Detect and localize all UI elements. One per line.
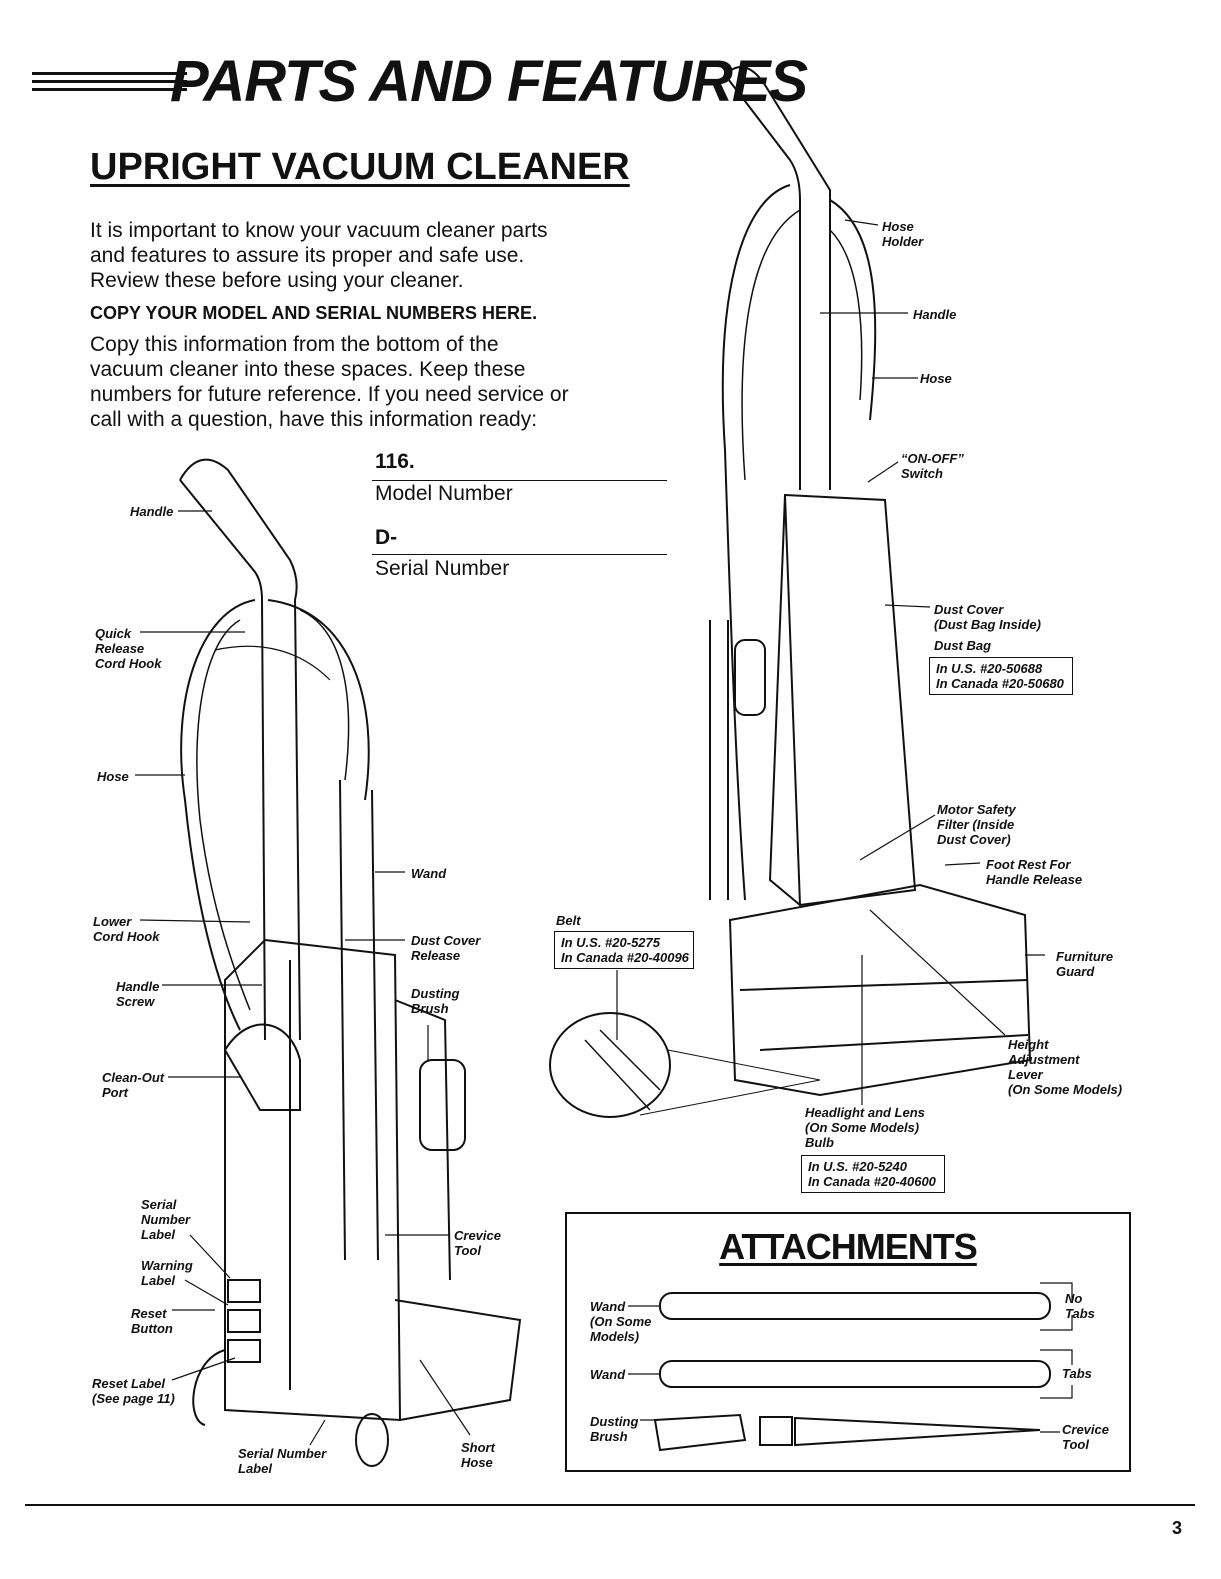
label-hose-right: Hose [920,371,952,386]
attachments-drawing [628,1282,1073,1452]
label-motor-3: Dust Cover) [937,832,1011,847]
label-cleanout-2: Port [102,1085,128,1100]
label-belt: Belt [556,913,581,928]
label-dust-bag: Dust Bag [934,638,992,653]
label-handle-right: Handle [913,307,957,322]
left-vacuum-drawing [135,458,522,1467]
bulb-canada: In Canada #20-40600 [808,1174,936,1189]
attachments-panel [565,1212,1131,1472]
right-vacuum-drawing [549,66,1045,1118]
attach-dusting-1: Dusting [590,1414,639,1429]
label-reset-2: Button [131,1321,173,1336]
belt-canada: In Canada #20-40096 [561,950,689,965]
section-subtitle: UPRIGHT VACUUM CLEANER [90,146,630,188]
label-handle-left: Handle [130,504,174,519]
copy-instructions: Copy this information from the bottom of… [90,333,569,431]
page-title: PARTS AND FEATURES [170,49,808,114]
title-rule-1 [32,72,187,75]
attach-crevice-1: Crevice [1062,1422,1109,1437]
attachments-title: ATTACHMENTS [719,1226,978,1267]
label-wand: Wand [411,866,447,881]
label-headlight-2: (On Some Models) [805,1120,920,1135]
label-height-2: Adjustment [1008,1052,1080,1067]
dust-bag-part-box: In U.S. #20-50688 In Canada #20-50680 [929,657,1073,695]
serial-prefix: D- [375,526,398,549]
copy-heading: COPY YOUR MODEL AND SERIAL NUMBERS HERE. [90,303,538,323]
label-dust-cover-1: Dust Cover [934,602,1004,617]
label-reset-label-2: (See page 11) [92,1391,175,1406]
label-short-hose-2: Hose [461,1455,493,1470]
label-reset-1: Reset [131,1306,167,1321]
model-prefix: 116. [375,450,415,473]
model-label: Model Number [375,482,513,505]
attach-wand1-2: (On Some [590,1314,652,1329]
label-furniture-2: Guard [1056,964,1095,979]
label-foot-rest-1: Foot Rest For [986,857,1071,872]
label-height-1: Height [1008,1037,1049,1052]
dust-bag-canada: In Canada #20-50680 [936,676,1064,691]
label-dust-cover-release-1: Dust Cover [411,933,481,948]
label-dust-cover-release-2: Release [411,948,461,963]
label-cleanout-1: Clean-Out [102,1070,165,1085]
dust-bag-us: In U.S. #20-50688 [936,661,1043,676]
label-height-3: Lever [1008,1067,1043,1082]
serial-line [372,554,667,555]
label-height-4: (On Some Models) [1008,1082,1123,1097]
label-foot-rest-2: Handle Release [986,872,1083,887]
label-serial-bottom-1: Serial Number [238,1446,327,1461]
label-quick-release-2: Release [95,641,145,656]
label-switch-1: “ON-OFF” [901,451,964,466]
label-dust-cover-2: (Dust Bag Inside) [934,617,1041,632]
title-rule-3 [32,88,187,91]
intro-paragraph: It is important to know your vacuum clea… [90,219,548,292]
label-motor-1: Motor Safety [937,802,1016,817]
bulb-us: In U.S. #20-5240 [808,1159,907,1174]
attach-dusting-2: Brush [590,1429,628,1444]
label-furniture-1: Furniture [1056,949,1114,964]
label-handle-screw-2: Screw [116,994,155,1009]
bulb-part-box: In U.S. #20-5240 In Canada #20-40600 [801,1155,945,1193]
title-rule-2 [32,80,187,83]
label-quick-release-1: Quick [95,626,132,641]
label-dusting-brush-1: Dusting [411,986,460,1001]
label-serial-1: Serial [141,1197,177,1212]
label-lower-2: Cord Hook [93,929,160,944]
attach-no-tabs-1: No [1065,1291,1083,1306]
label-switch-2: Switch [901,466,943,481]
belt-part-box: In U.S. #20-5275 In Canada #20-40096 [554,931,694,969]
belt-us: In U.S. #20-5275 [561,935,660,950]
label-hose-holder-1: Hose [882,219,914,234]
attach-tabs: Tabs [1062,1366,1092,1381]
label-quick-release-3: Cord Hook [95,656,162,671]
label-serial-bottom-2: Label [238,1461,272,1476]
label-lower-1: Lower [93,914,132,929]
footer-rule [25,1504,1195,1506]
label-headlight-1: Headlight and Lens [805,1105,925,1120]
page-number: 3 [1172,1518,1183,1538]
label-short-hose-1: Short [461,1440,495,1455]
label-serial-2: Number [141,1212,191,1227]
label-warning-1: Warning [141,1258,193,1273]
label-reset-label-1: Reset Label [92,1376,165,1391]
label-crevice-2: Tool [454,1243,481,1258]
label-motor-2: Filter (Inside [937,817,1015,832]
label-warning-2: Label [141,1273,175,1288]
attach-wand1-3: Models) [590,1329,640,1344]
label-hose-holder-2: Holder [882,234,924,249]
attach-no-tabs-2: Tabs [1065,1306,1095,1321]
label-serial-3: Label [141,1227,175,1242]
attach-wand2: Wand [590,1367,626,1382]
attach-crevice-2: Tool [1062,1437,1089,1452]
label-bulb: Bulb [805,1135,834,1150]
serial-label: Serial Number [375,557,510,580]
model-line [372,480,667,481]
label-hose-left: Hose [97,769,129,784]
label-handle-screw-1: Handle [116,979,160,994]
label-dusting-brush-2: Brush [411,1001,449,1016]
label-crevice-1: Crevice [454,1228,501,1243]
attach-wand1-1: Wand [590,1299,626,1314]
